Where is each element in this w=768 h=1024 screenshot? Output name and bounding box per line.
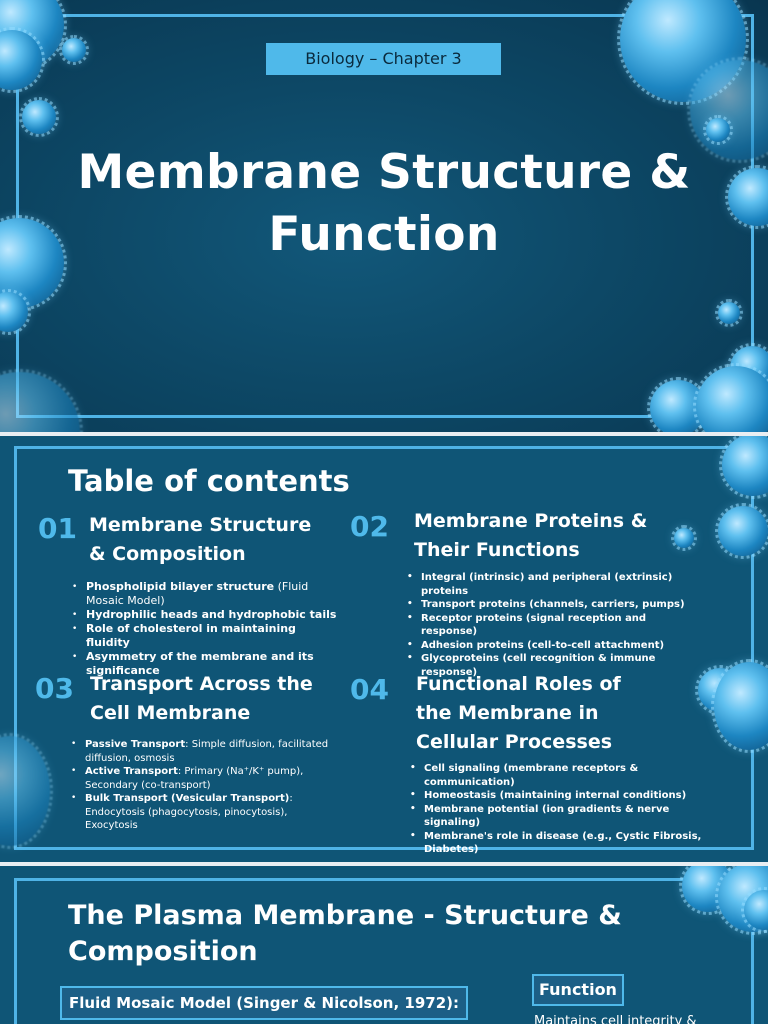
- cell-decoration: [741, 887, 768, 933]
- slide-divider: [0, 432, 768, 436]
- section-number: 03: [35, 672, 74, 705]
- function-text: Maintains cell integrity &: [534, 1014, 697, 1024]
- section-bullets: Passive Transport: Simple diffusion, fac…: [69, 738, 334, 833]
- cell-decoration: [0, 733, 53, 849]
- cell-decoration: [0, 27, 45, 93]
- bullet-item: Hydrophilic heads and hydrophobic tails: [70, 608, 340, 622]
- cell-decoration: [719, 436, 768, 499]
- bullet-item: Homeostasis (maintaining internal condit…: [408, 789, 708, 803]
- toc-title: Table of contents: [68, 464, 350, 498]
- section-title-line: Their Functions: [414, 539, 580, 561]
- bullet-item: Transport proteins (channels, carriers, …: [405, 598, 705, 612]
- bullet-item: Membrane potential (ion gradients & nerv…: [408, 803, 708, 830]
- slide-title: Membrane Structure & Function: [60, 142, 708, 266]
- title-line: Function: [268, 207, 500, 262]
- section-title-line: the Membrane in: [416, 702, 599, 724]
- bullet-item: Membrane's role in disease (e.g., Cystic…: [408, 830, 708, 857]
- section-title: Membrane Structure & Composition: [89, 511, 311, 569]
- bullet-item: Cell signaling (membrane receptors & com…: [408, 762, 708, 789]
- fluid-mosaic-label: Fluid Mosaic Model (Singer & Nicolson, 1…: [60, 986, 468, 1020]
- cell-decoration: [715, 299, 743, 327]
- bullet-item: Role of cholesterol in maintaining fluid…: [70, 622, 340, 650]
- title-line: Composition: [68, 936, 258, 967]
- bullet-item: Receptor proteins (signal reception and …: [405, 612, 705, 639]
- section-bullets: Cell signaling (membrane receptors & com…: [408, 762, 708, 857]
- cell-decoration: [715, 503, 768, 559]
- cell-decoration: [59, 35, 89, 65]
- section-title: Functional Roles of the Membrane in Cell…: [416, 670, 621, 757]
- cell-decoration: [19, 97, 59, 137]
- section-title: Transport Across the Cell Membrane: [90, 670, 313, 728]
- section-title-line: Cell Membrane: [90, 702, 251, 724]
- cell-decoration: [693, 363, 768, 432]
- title-line: Membrane Structure &: [77, 145, 691, 200]
- section-bullets: Integral (intrinsic) and peripheral (ext…: [405, 571, 705, 679]
- section-title-line: Transport Across the: [90, 673, 313, 695]
- section-bullets: Phospholipid bilayer structure (Fluid Mo…: [70, 580, 340, 678]
- section-number: 04: [350, 673, 389, 706]
- cell-decoration: [725, 165, 768, 229]
- section-title: Membrane Proteins & Their Functions: [414, 507, 647, 565]
- bullet-item: Bulk Transport (Vesicular Transport): En…: [69, 792, 334, 833]
- cell-decoration: [703, 115, 733, 145]
- cell-decoration: [0, 369, 83, 432]
- title-line: The Plasma Membrane - Structure &: [68, 900, 622, 931]
- slide-divider: [0, 862, 768, 866]
- section-number: 02: [350, 510, 389, 543]
- cell-decoration: [671, 525, 697, 551]
- slide-title: The Plasma Membrane - Structure & Compos…: [68, 898, 668, 970]
- cell-decoration: [687, 57, 768, 163]
- bullet-item: Passive Transport: Simple diffusion, fac…: [69, 738, 334, 765]
- section-title-line: Cellular Processes: [416, 731, 613, 753]
- cell-decoration: [0, 289, 31, 335]
- bullet-item: Asymmetry of the membrane and its signif…: [70, 650, 340, 678]
- bullet-item: Active Transport: Primary (Na⁺/K⁺ pump),…: [69, 765, 334, 792]
- section-title-line: & Composition: [89, 543, 246, 565]
- bullet-item: Phospholipid bilayer structure (Fluid Mo…: [70, 580, 340, 608]
- bullet-item: Integral (intrinsic) and peripheral (ext…: [405, 571, 705, 598]
- function-label: Function: [532, 974, 624, 1006]
- section-title-line: Functional Roles of: [416, 673, 621, 695]
- bullet-item: Adhesion proteins (cell-to-cell attachme…: [405, 639, 705, 653]
- section-number: 01: [38, 512, 77, 545]
- title-slide: Biology – Chapter 3 Membrane Structure &…: [0, 0, 768, 432]
- section-title-line: Membrane Structure: [89, 514, 312, 536]
- bullet-item: Glycoproteins (cell recognition & immune…: [405, 652, 705, 679]
- cell-decoration: [711, 659, 768, 753]
- section-title-line: Membrane Proteins &: [414, 510, 648, 532]
- chapter-tag: Biology – Chapter 3: [266, 43, 501, 75]
